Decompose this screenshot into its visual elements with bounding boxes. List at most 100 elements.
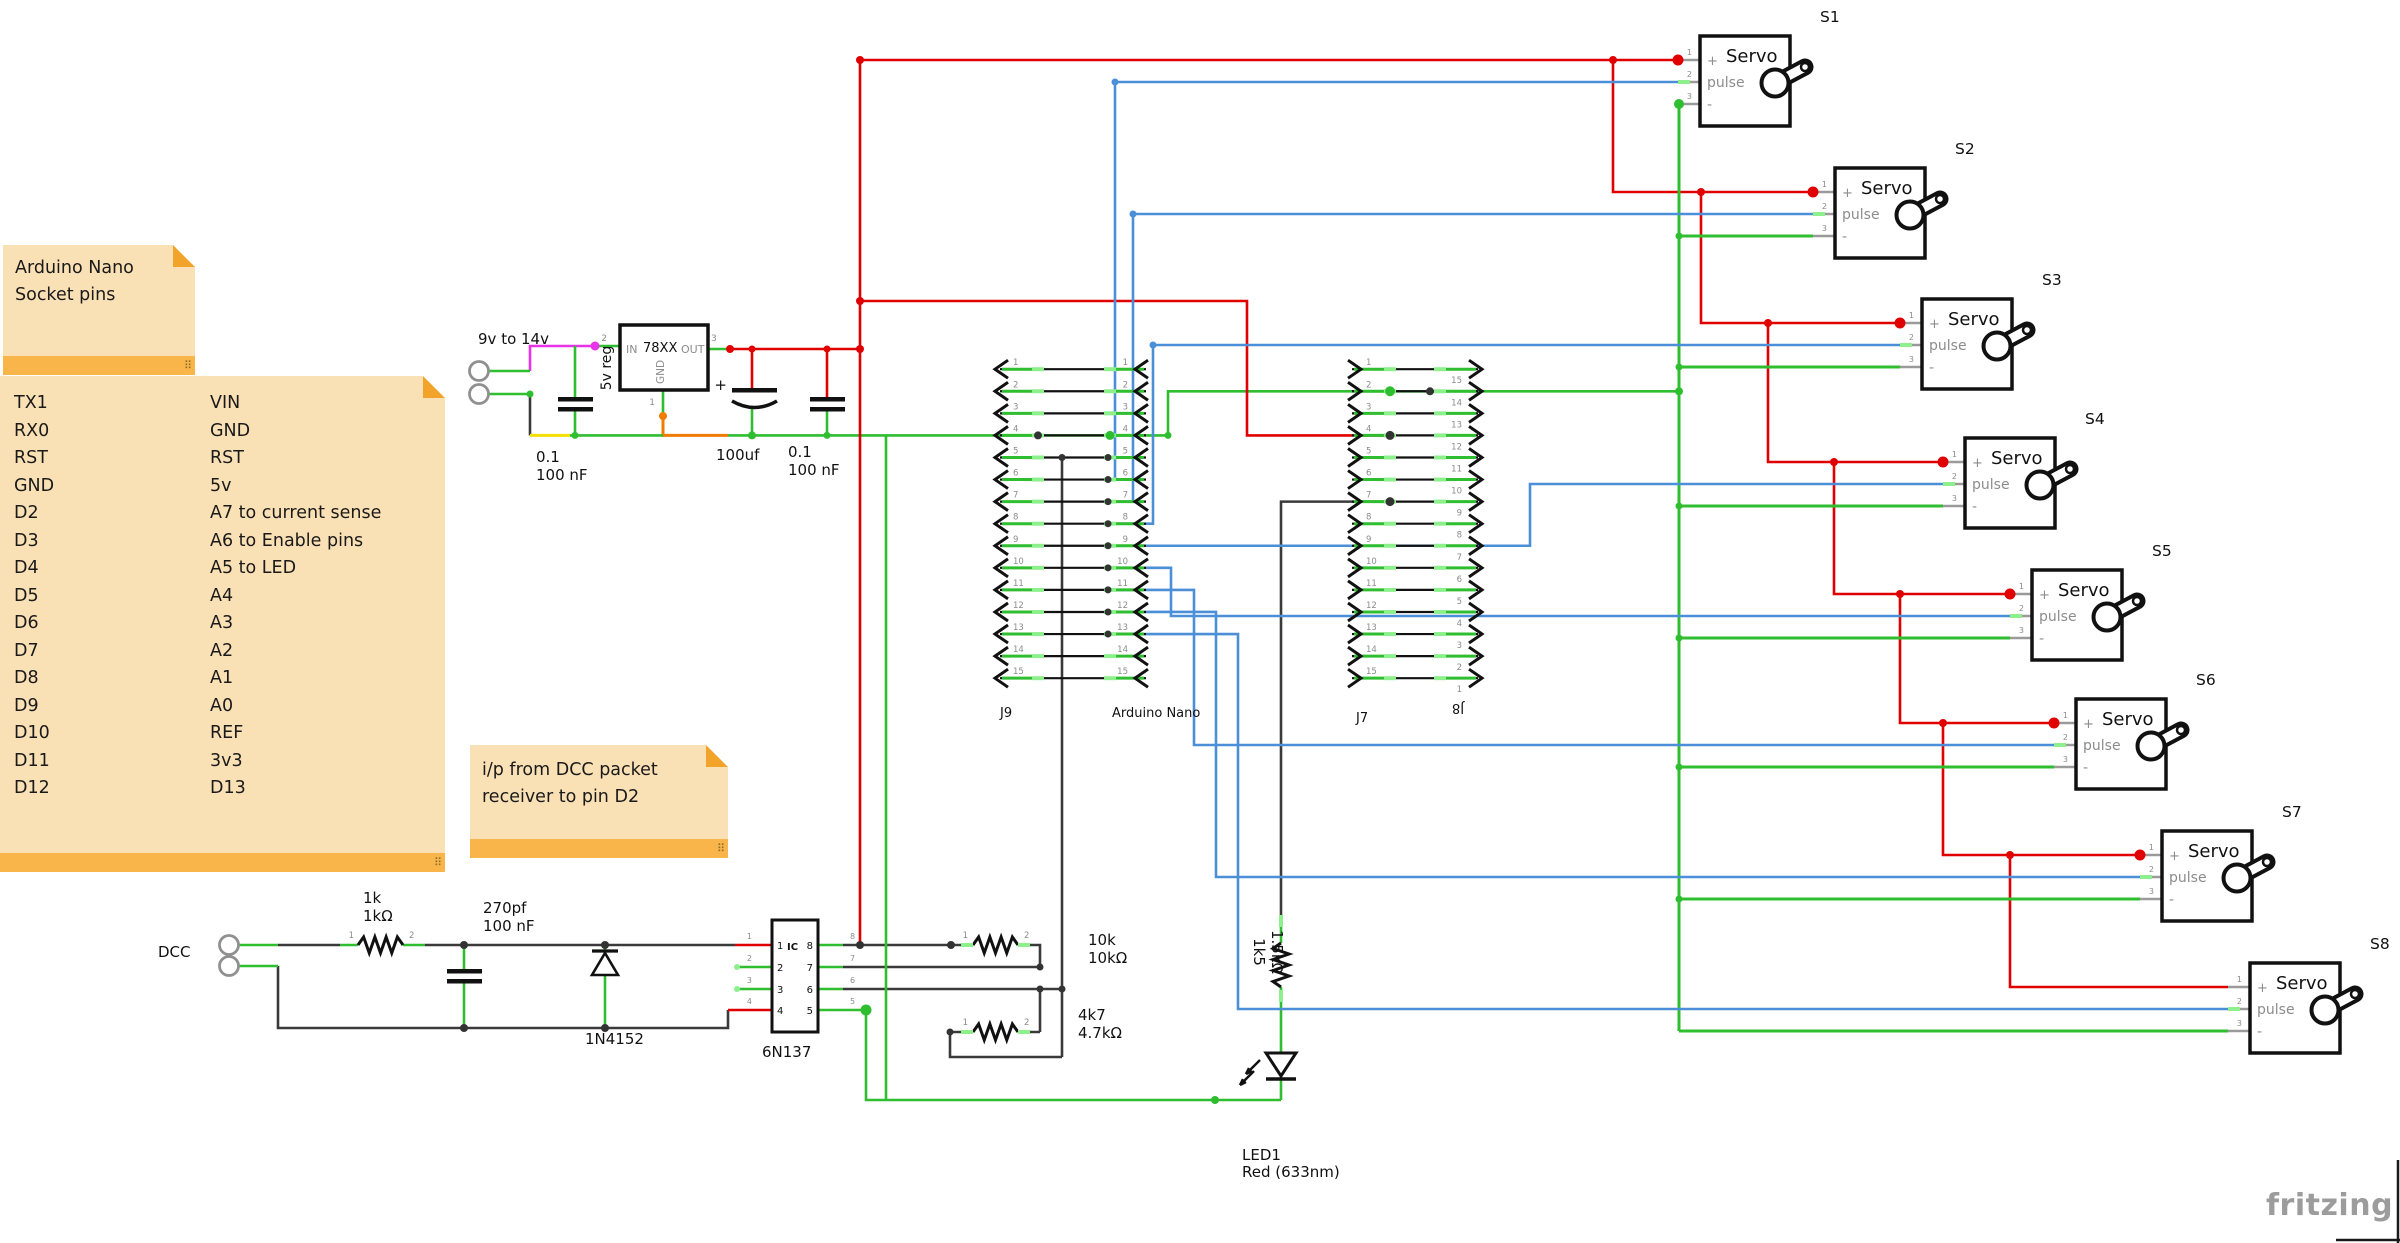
servo-7[interactable] xyxy=(2140,829,2276,923)
resize-grip-icon[interactable]: ⠿ xyxy=(183,359,192,372)
header-pin-icon[interactable] xyxy=(1132,645,1149,667)
header-pin-icon[interactable] xyxy=(1132,425,1149,446)
servo-3[interactable] xyxy=(1900,297,2036,391)
header-pin-icon[interactable] xyxy=(1468,645,1485,667)
servo-5[interactable] xyxy=(2010,568,2146,662)
header-pin-icon[interactable] xyxy=(1132,667,1149,689)
header-pin-icon[interactable] xyxy=(1132,447,1149,468)
regulator-78xx[interactable] xyxy=(618,323,710,392)
note-dcc-input[interactable]: i/p from DCC packet receiver to pin D2 ⠿ xyxy=(470,745,728,858)
header-pin-icon[interactable] xyxy=(1468,579,1485,601)
junction-dot xyxy=(1609,56,1617,64)
header-pin-icon[interactable] xyxy=(1468,535,1485,556)
header-pin-icon[interactable] xyxy=(1468,358,1485,380)
header-pin-icon[interactable] xyxy=(1468,601,1485,623)
header-pin-icon[interactable] xyxy=(992,645,1009,667)
header-pin-icon[interactable] xyxy=(1132,513,1149,534)
header-pin-icon[interactable] xyxy=(1132,403,1149,424)
resistor-zigzag[interactable] xyxy=(971,932,1020,958)
junction-dot xyxy=(1036,963,1044,971)
header-pin-icon[interactable] xyxy=(992,381,1009,402)
header-pin-icon[interactable] xyxy=(1132,535,1149,556)
header-pin-icon[interactable] xyxy=(992,513,1009,534)
header-pin-icon[interactable] xyxy=(992,358,1009,380)
header-pin-icon[interactable] xyxy=(1347,358,1364,380)
header-pin-icon[interactable] xyxy=(992,601,1009,623)
resistor-zigzag[interactable] xyxy=(1268,941,1294,989)
header-pin-icon[interactable] xyxy=(1347,645,1364,667)
capacitor[interactable] xyxy=(810,407,845,412)
header-pin-icon[interactable] xyxy=(992,579,1009,601)
terminal-pin[interactable] xyxy=(218,955,240,977)
optocoupler-6n137[interactable] xyxy=(770,918,820,1034)
header-pin-icon[interactable] xyxy=(1132,358,1149,380)
header-pin-icon[interactable] xyxy=(1468,513,1485,534)
header-pin-icon[interactable] xyxy=(1347,623,1364,645)
header-pin-icon[interactable] xyxy=(1132,557,1149,579)
header-pin-icon[interactable] xyxy=(1468,447,1485,468)
header-pin-icon[interactable] xyxy=(1468,469,1485,490)
note-socket-title[interactable]: Arduino Nano Socket pins ⠿ xyxy=(3,245,195,375)
header-pin-icon[interactable] xyxy=(1132,601,1149,623)
terminal-pin[interactable] xyxy=(468,360,490,382)
header-pin-icon[interactable] xyxy=(1468,381,1485,402)
capacitor[interactable] xyxy=(447,969,482,974)
header-pin-icon[interactable] xyxy=(1468,491,1485,512)
capacitor[interactable] xyxy=(558,407,593,412)
header-pin-icon[interactable] xyxy=(992,491,1009,512)
header-pin-icon[interactable] xyxy=(1347,491,1364,512)
resistor-zigzag[interactable] xyxy=(971,1019,1020,1045)
header-pin-icon[interactable] xyxy=(1347,403,1364,424)
servo-1[interactable] xyxy=(1678,34,1814,128)
diode-1n4152[interactable] xyxy=(589,950,621,977)
header-pin-icon[interactable] xyxy=(1132,579,1149,601)
capacitor[interactable] xyxy=(810,397,845,402)
header-pin-icon[interactable] xyxy=(1347,447,1364,468)
servo-8[interactable] xyxy=(2228,961,2364,1055)
header-pin-icon[interactable] xyxy=(1347,535,1364,556)
note-drag-bar[interactable]: ⠿ xyxy=(3,356,195,375)
header-pin-icon[interactable] xyxy=(1132,491,1149,512)
note-drag-bar[interactable]: ⠿ xyxy=(0,853,445,872)
header-pin-icon[interactable] xyxy=(992,557,1009,579)
header-pin-icon[interactable] xyxy=(1347,579,1364,601)
capacitor-electrolytic[interactable] xyxy=(731,399,778,410)
servo-body[interactable] xyxy=(1963,436,2057,530)
header-pin-icon[interactable] xyxy=(992,469,1009,490)
led[interactable] xyxy=(1263,1051,1299,1079)
resize-grip-icon[interactable]: ⠿ xyxy=(716,842,725,855)
capacitor[interactable] xyxy=(558,397,593,402)
header-pin-icon[interactable] xyxy=(1347,601,1364,623)
header-pin-icon[interactable] xyxy=(1468,557,1485,579)
header-pin-icon[interactable] xyxy=(1132,623,1149,645)
header-pin-icon[interactable] xyxy=(992,403,1009,424)
header-pin-icon[interactable] xyxy=(1468,667,1485,689)
header-pin-icon[interactable] xyxy=(1347,469,1364,490)
header-pin-icon[interactable] xyxy=(1347,425,1364,446)
header-pin-icon[interactable] xyxy=(992,425,1009,446)
note-drag-bar[interactable]: ⠿ xyxy=(470,839,728,858)
capacitor[interactable] xyxy=(447,979,482,984)
resize-grip-icon[interactable]: ⠿ xyxy=(433,856,442,869)
servo-6[interactable] xyxy=(2054,697,2190,791)
header-pin-icon[interactable] xyxy=(1468,425,1485,446)
header-pin-icon[interactable] xyxy=(1347,513,1364,534)
header-pin-icon[interactable] xyxy=(1347,381,1364,402)
header-pin-icon[interactable] xyxy=(1132,381,1149,402)
header-pin-icon[interactable] xyxy=(992,667,1009,689)
header-pin-icon[interactable] xyxy=(1347,667,1364,689)
terminal-pin[interactable] xyxy=(218,934,240,956)
header-pin-icon[interactable] xyxy=(1468,623,1485,645)
resistor-zigzag[interactable] xyxy=(356,932,405,958)
header-pin-icon[interactable] xyxy=(1132,469,1149,490)
header-pin-icon[interactable] xyxy=(992,623,1009,645)
header-pin-icon[interactable] xyxy=(1468,403,1485,424)
header-pin-icon[interactable] xyxy=(1347,557,1364,579)
servo-4[interactable] xyxy=(1943,436,2079,530)
terminal-pin[interactable] xyxy=(468,383,490,405)
header-pin-icon[interactable] xyxy=(992,535,1009,556)
servo-2[interactable] xyxy=(1813,166,1949,260)
capacitor-electrolytic[interactable] xyxy=(732,388,777,393)
header-pin-icon[interactable] xyxy=(992,447,1009,468)
